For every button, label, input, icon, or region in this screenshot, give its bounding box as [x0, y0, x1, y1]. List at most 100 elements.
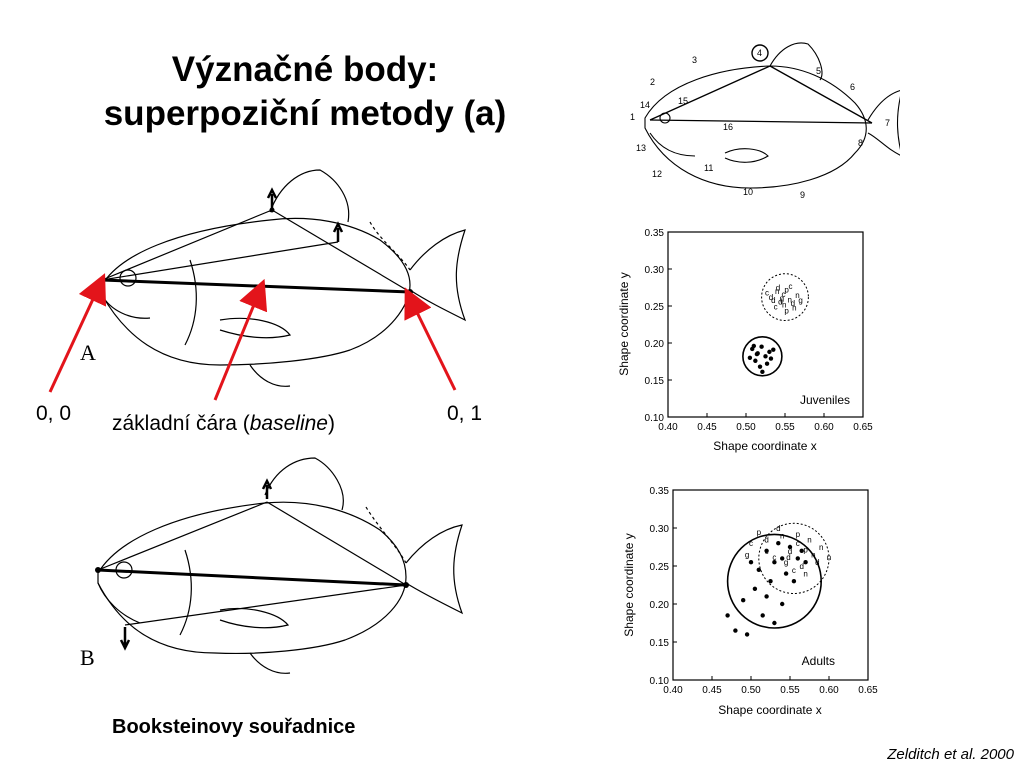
- svg-text:4: 4: [757, 48, 762, 58]
- data-point: [756, 567, 761, 572]
- title-line-1: Význačné body:: [171, 50, 439, 89]
- fish-a-eye: [119, 269, 137, 287]
- fish-b-dorsal-fin: [264, 457, 344, 511]
- data-point: [780, 556, 785, 561]
- data-point: c: [781, 290, 785, 299]
- data-point: [763, 354, 768, 359]
- landmark-fish-lines: [649, 65, 873, 124]
- dispersion-circle-dotted: [758, 522, 830, 594]
- fish-b-jaw: [97, 582, 141, 624]
- y-tick-label: 0.30: [650, 524, 670, 535]
- data-point: d: [771, 296, 775, 305]
- x-tick-label: 0.65: [853, 422, 873, 433]
- data-point: [768, 579, 773, 584]
- data-point: [767, 349, 772, 355]
- svg-text:14: 14: [640, 100, 650, 110]
- landmark-fish-diagram: 1 2 3 4 5 6 7 8 9 10 11 12 13 14 15 16: [630, 42, 900, 200]
- y-tick-label: 0.10: [645, 413, 665, 424]
- data-point: c: [792, 566, 796, 575]
- svg-text:11: 11: [704, 163, 713, 173]
- fish-a-pelvic-fin: [249, 364, 291, 387]
- y-tick-label: 0.15: [650, 638, 670, 649]
- dispersion-circle-solid: [726, 533, 822, 629]
- data-point: [795, 556, 800, 561]
- data-point: [772, 560, 777, 565]
- title-line-2: superpoziční metody (a): [103, 94, 507, 133]
- data-point: n: [792, 303, 796, 312]
- landmark-fish-tail-fin: [867, 90, 900, 156]
- citation: Zelditch et al. 2000: [887, 746, 1014, 763]
- y-tick-label: 0.30: [645, 265, 665, 276]
- data-point: p: [796, 530, 801, 539]
- y-tick-label: 0.25: [645, 302, 665, 313]
- chart-annotation: Juveniles: [800, 393, 850, 407]
- label-left-point: 0, 0: [36, 402, 72, 425]
- data-point: n: [795, 291, 799, 300]
- data-point: [747, 355, 753, 360]
- data-point: g: [798, 296, 802, 305]
- data-point: d: [799, 562, 803, 571]
- data-point: g: [784, 558, 788, 567]
- data-point: n: [811, 551, 815, 560]
- figure-caption: Booksteinovy souřadnice: [112, 716, 356, 738]
- x-axis-label: Shape coordinate x: [718, 703, 821, 717]
- svg-text:2: 2: [650, 77, 655, 87]
- svg-text:6: 6: [850, 82, 855, 92]
- fish-a-baseline: [101, 278, 411, 294]
- data-point: n: [807, 535, 811, 544]
- y-tick-label: 0.20: [645, 339, 665, 350]
- data-point: d: [815, 558, 819, 567]
- data-point: [759, 344, 764, 349]
- data-point: [803, 560, 808, 565]
- data-point: g: [780, 294, 784, 303]
- svg-text:16: 16: [723, 122, 733, 132]
- data-point: n: [803, 570, 807, 579]
- y-tick-label: 0.25: [650, 562, 670, 573]
- x-tick-label: 0.60: [814, 422, 834, 433]
- up-arrow-icon: [266, 187, 278, 208]
- y-tick-label: 0.35: [645, 228, 665, 239]
- landmark-fish-body-outline: [644, 65, 867, 189]
- fish-diagram-a: A: [80, 169, 467, 387]
- data-point: [780, 601, 785, 607]
- fish-a-landmark-lines: [101, 209, 411, 293]
- data-point: p: [784, 286, 789, 295]
- y-tick-label: 0.20: [650, 600, 670, 611]
- fish-b-gill: [179, 549, 192, 636]
- fish-b-pelvic-fin: [249, 652, 291, 674]
- x-tick-label: 0.50: [736, 422, 756, 433]
- data-point: c: [765, 289, 769, 298]
- data-point: c: [788, 282, 792, 291]
- svg-text:1: 1: [630, 112, 635, 122]
- x-tick-label: 0.45: [697, 422, 717, 433]
- data-point: [760, 369, 765, 375]
- data-point: [752, 586, 758, 591]
- dispersion-circle-solid: [742, 336, 783, 377]
- data-point: c: [749, 539, 753, 548]
- data-point: c: [772, 553, 776, 562]
- landmark-4-circle: [751, 44, 769, 62]
- fish-a-tail-fin: [409, 229, 467, 322]
- data-point: [768, 356, 774, 361]
- fish-a-gill: [184, 259, 197, 346]
- data-point: [791, 579, 797, 584]
- y-tick-label: 0.15: [645, 376, 665, 387]
- data-point: [799, 548, 804, 553]
- x-tick-label: 0.55: [780, 685, 800, 696]
- svg-text:12: 12: [652, 169, 662, 179]
- y-tick-label: 0.10: [650, 676, 670, 687]
- data-point: c: [796, 539, 800, 548]
- fish-b-body-outline: [97, 501, 407, 655]
- fish-b-pectoral-fin: [219, 607, 290, 629]
- fish-b-panel-label: B: [80, 645, 95, 670]
- data-point: d: [764, 535, 768, 544]
- label-baseline: základní čára (baseline): [112, 412, 335, 435]
- label-right-point: 0, 1: [447, 402, 483, 425]
- data-point: [748, 560, 754, 565]
- data-point: [733, 628, 738, 633]
- x-tick-label: 0.40: [663, 685, 683, 696]
- down-arrow-icon: [119, 627, 131, 651]
- data-point: [772, 620, 777, 626]
- data-point: c: [774, 303, 778, 312]
- svg-text:3: 3: [692, 55, 697, 65]
